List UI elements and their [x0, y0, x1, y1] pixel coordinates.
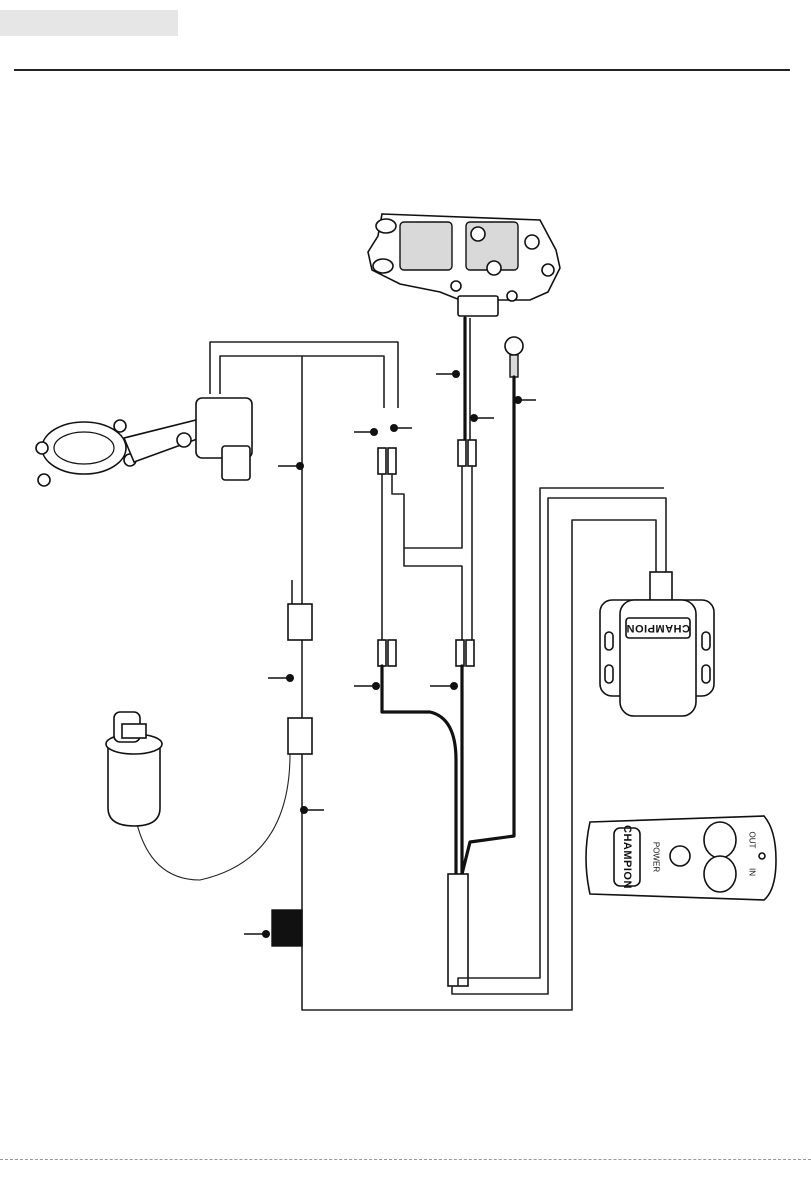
callout-leader — [514, 396, 536, 404]
callout-leader — [278, 462, 304, 470]
remote-power-label: POWER — [652, 842, 661, 872]
remote-receiver: CHAMPION — [600, 572, 714, 716]
callout-leader — [436, 370, 460, 378]
callout-leader — [390, 424, 412, 432]
callout-leader — [300, 806, 324, 814]
callout-leader — [470, 414, 494, 422]
callout-leader — [244, 930, 270, 938]
callout-leader — [268, 674, 294, 682]
remote-in-label: IN — [748, 868, 757, 876]
callout-leader — [354, 428, 378, 436]
remote-out-label: OUT — [748, 832, 757, 849]
callout-leader — [354, 682, 380, 690]
remote-brand-label: CHAMPION — [621, 825, 633, 889]
winch-contactor — [368, 214, 560, 316]
footer-rule — [0, 1159, 811, 1160]
callout-leader — [430, 682, 458, 690]
key-switch — [106, 712, 162, 826]
handlebar-switch — [36, 398, 252, 486]
receiver-brand-label: CHAMPION — [626, 622, 690, 634]
handheld-remote: CHAMPION POWER OUT IN — [586, 816, 776, 900]
